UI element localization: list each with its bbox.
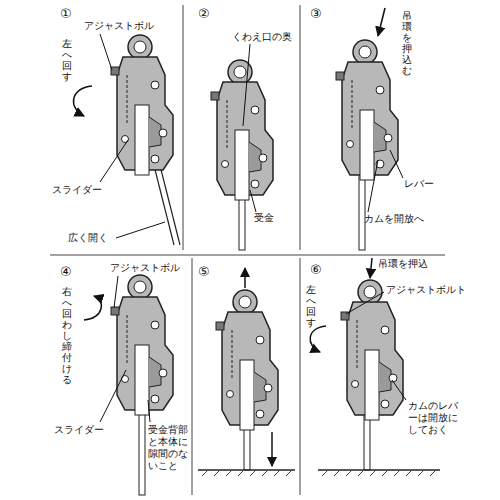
callout-label: スライダー [54, 424, 104, 436]
panel-1 [74, 34, 180, 245]
callout-label: 吊環を押込む [402, 10, 412, 76]
step-number: ① [60, 6, 72, 22]
callout-label: 左へ回す [62, 38, 72, 82]
panel-2 [211, 44, 273, 250]
step-number: ③ [310, 6, 322, 22]
callout-label: レバー [404, 178, 434, 190]
step-number: ④ [60, 264, 72, 280]
callout-label: 右へ回わし締付ける [62, 286, 72, 385]
panel-5 [198, 268, 295, 476]
callout-label: 受金背部と本体に隙間のないこと [148, 424, 190, 472]
callout-label: カムのレバーは開放にしておく [408, 400, 460, 436]
step-number: ⑥ [310, 262, 322, 278]
callout-label: 吊環を押込 [378, 258, 428, 270]
panel-dividers [50, 5, 445, 495]
step-number: ⑤ [198, 264, 210, 280]
callout-label: 受金 [254, 212, 274, 224]
callout-label: アジャストボルト [386, 284, 466, 296]
callout-label: 広く開く [68, 232, 108, 244]
callout-label: アジャストボル [110, 262, 180, 274]
callout-label: カムを開放へ [364, 213, 424, 225]
callout-label: アジャストボル [84, 20, 154, 32]
callout-label: くわえ口の奥 [232, 31, 292, 43]
callout-label: スライダー [52, 184, 102, 196]
step-number: ② [198, 6, 210, 22]
callout-label: 左へ回す [306, 284, 316, 328]
